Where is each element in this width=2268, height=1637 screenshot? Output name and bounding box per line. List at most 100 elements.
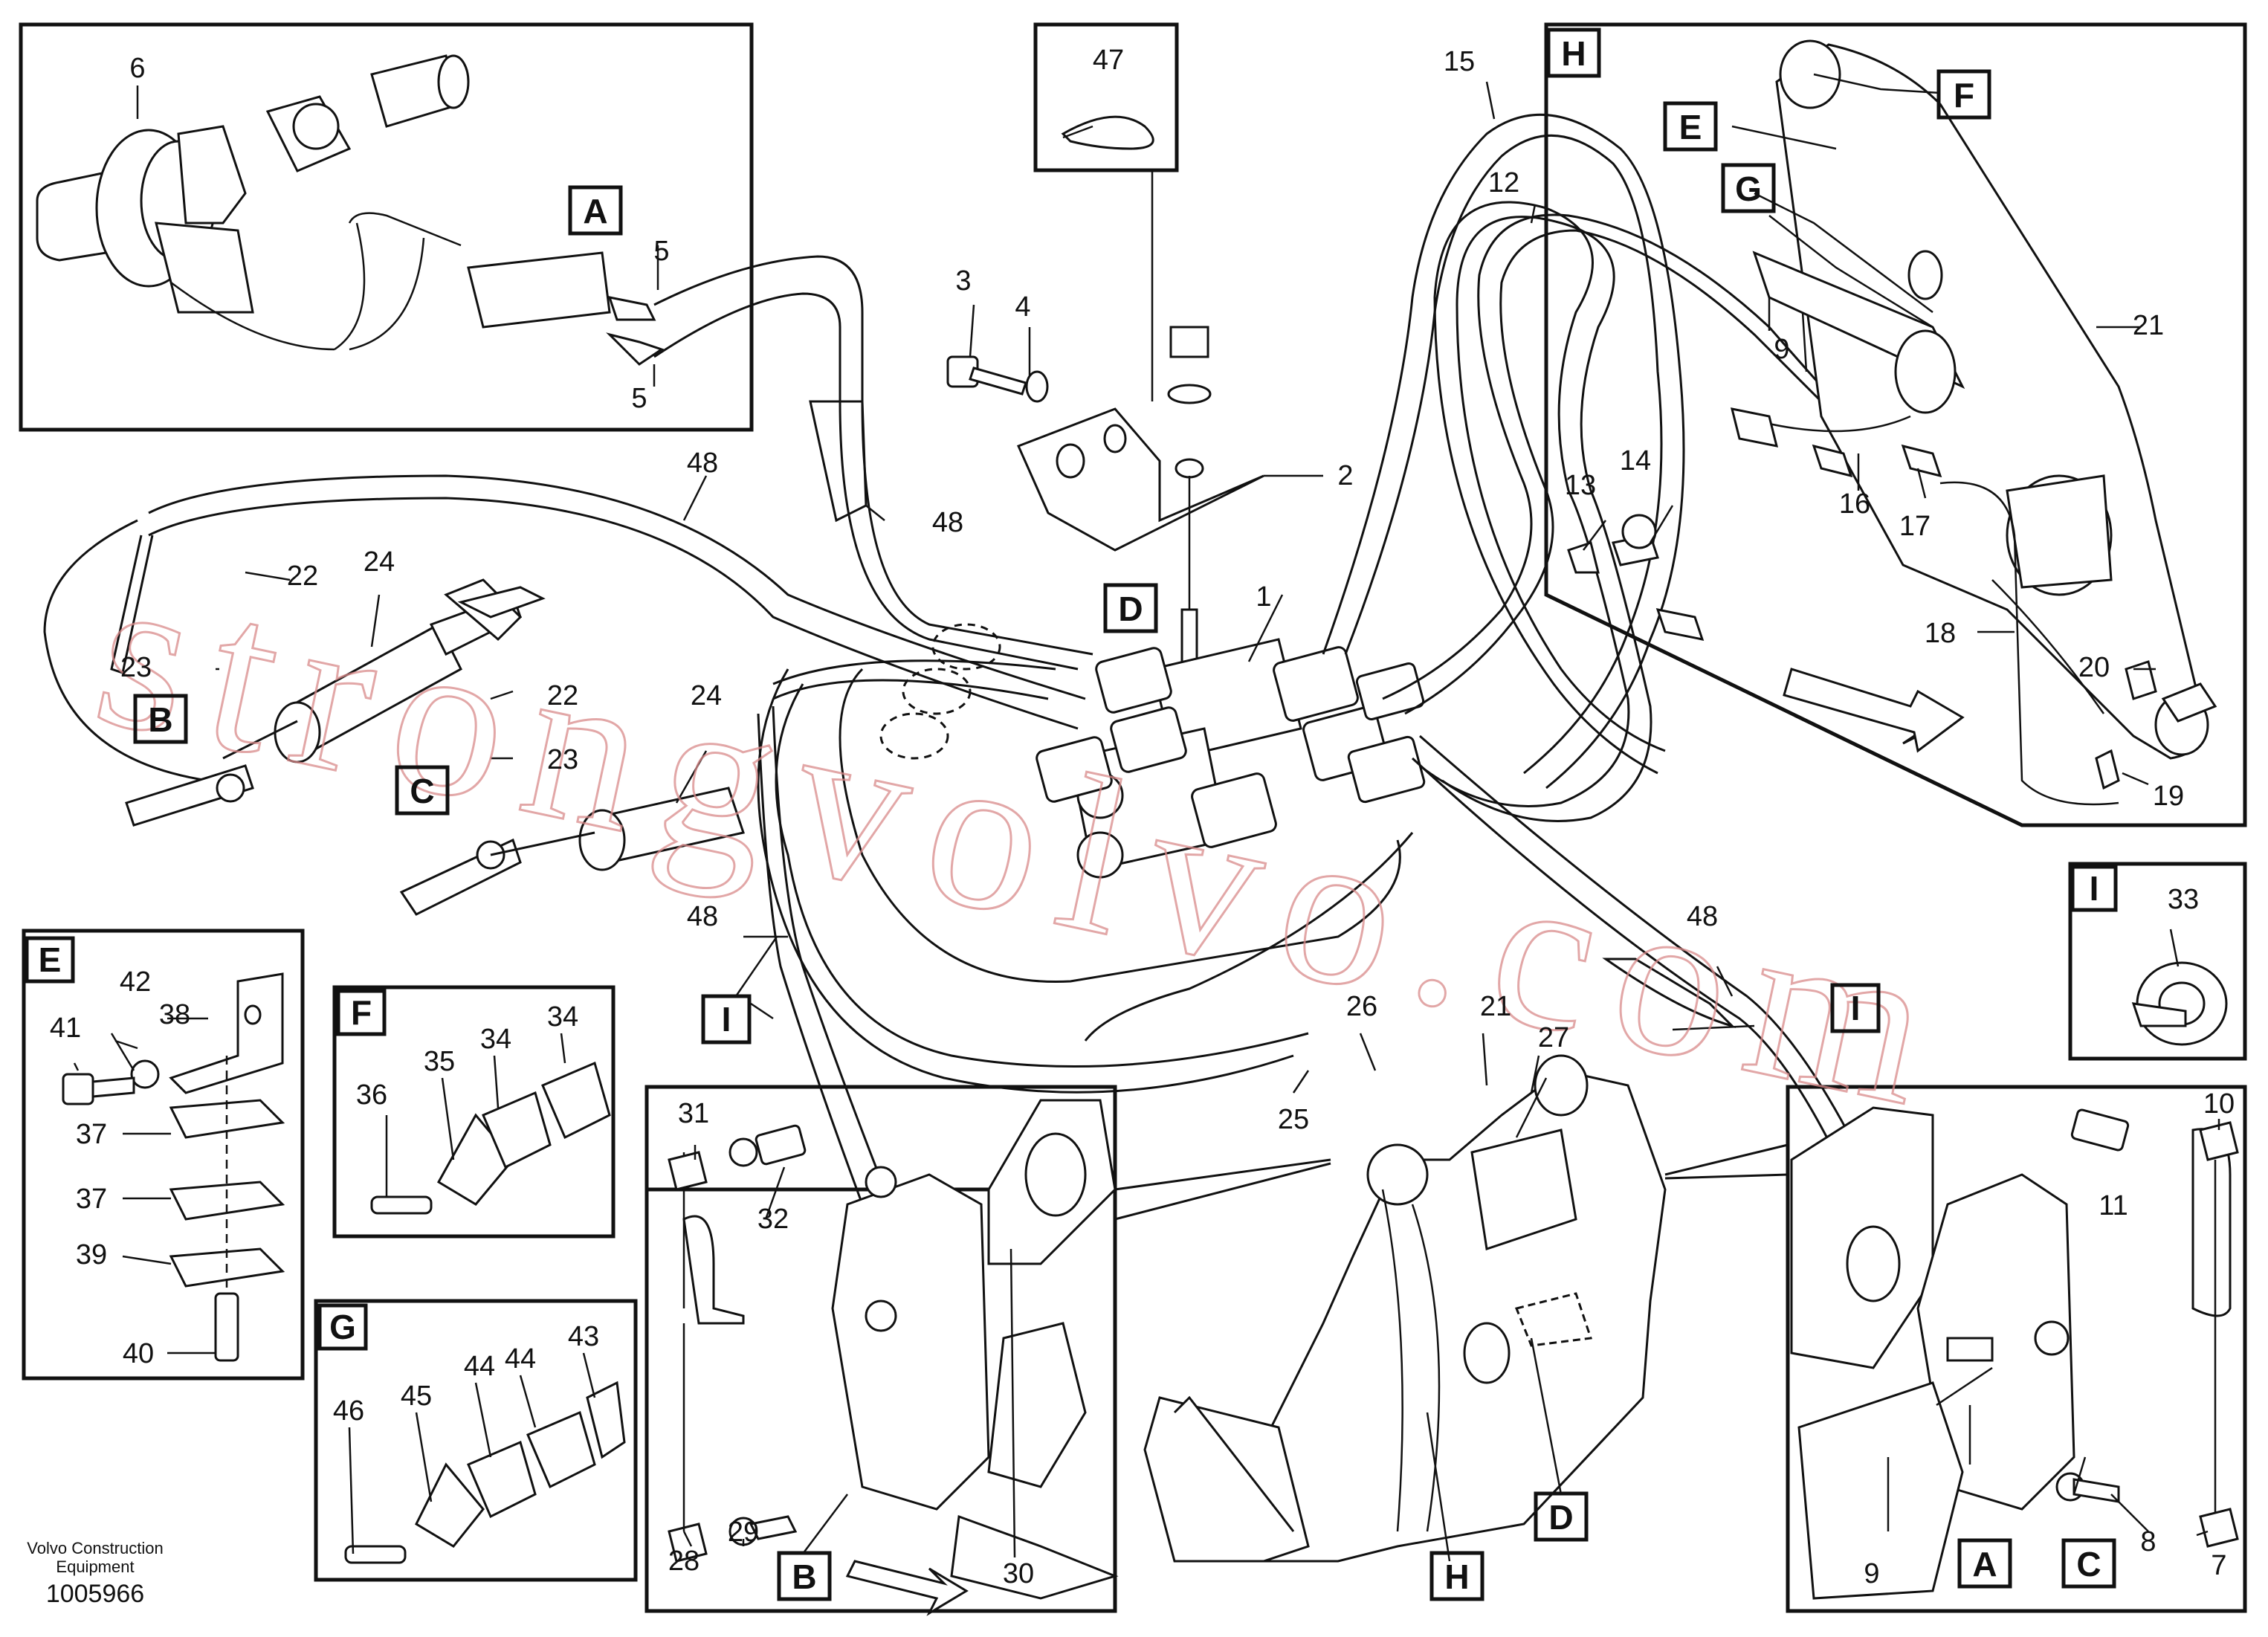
box-E-detail bbox=[25, 936, 75, 984]
box-B-bottom-label: B bbox=[792, 1557, 816, 1596]
label-1: 1 bbox=[1256, 581, 1271, 613]
label-15: 15 bbox=[1444, 46, 1475, 77]
label-19: 19 bbox=[2153, 781, 2184, 812]
detail-H-parts bbox=[1567, 39, 2217, 806]
label-34-b: 34 bbox=[480, 1024, 511, 1055]
label-37-b: 37 bbox=[76, 1184, 107, 1215]
detail-frames bbox=[19, 22, 2247, 1613]
loader-frame bbox=[1143, 1054, 1667, 1563]
box-D-bottom bbox=[1534, 1491, 1589, 1542]
box-C-main-label: C bbox=[410, 772, 434, 810]
label-26: 26 bbox=[1346, 991, 1377, 1022]
box-A-top-label: A bbox=[583, 192, 607, 230]
box-A-top bbox=[568, 185, 623, 236]
label-16: 16 bbox=[1839, 488, 1870, 520]
box-I-detail bbox=[2070, 865, 2118, 912]
label-20: 20 bbox=[2078, 652, 2110, 683]
label-45: 45 bbox=[401, 1381, 432, 1412]
footer: Volvo Construction Equipment 1005966 bbox=[27, 1539, 163, 1608]
box-A-bottom bbox=[1957, 1538, 2012, 1589]
label-43: 43 bbox=[568, 1321, 599, 1352]
label-48-b: 48 bbox=[932, 507, 963, 538]
box-D-bottom-label: D bbox=[1548, 1498, 1573, 1537]
label-8: 8 bbox=[2140, 1526, 2156, 1557]
frame-E bbox=[22, 929, 305, 1381]
frame-F bbox=[332, 985, 616, 1239]
box-H-corner bbox=[1546, 28, 1601, 78]
frame-top-left bbox=[19, 22, 754, 432]
label-41: 41 bbox=[50, 1013, 81, 1044]
label-23-b: 23 bbox=[547, 744, 578, 775]
label-39: 39 bbox=[76, 1239, 107, 1270]
label-48-d: 48 bbox=[1687, 901, 1718, 932]
publisher-line-1: Volvo Construction bbox=[27, 1539, 163, 1557]
box-B-main bbox=[133, 694, 188, 744]
label-9-bottom: 9 bbox=[1864, 1558, 1879, 1589]
label-47: 47 bbox=[1093, 45, 1124, 76]
box-D-main-label: D bbox=[1118, 590, 1143, 628]
label-44-b: 44 bbox=[464, 1351, 495, 1382]
label-3: 3 bbox=[955, 265, 971, 297]
label-44-a: 44 bbox=[505, 1343, 536, 1375]
frame-bottom-left bbox=[644, 1085, 1117, 1613]
label-21-main: 21 bbox=[1480, 991, 1511, 1022]
drawing-number: 1005966 bbox=[46, 1580, 144, 1608]
label-35: 35 bbox=[424, 1046, 455, 1077]
box-G-H bbox=[1721, 163, 1776, 213]
label-22-b: 22 bbox=[547, 680, 578, 711]
label-25: 25 bbox=[1278, 1104, 1309, 1135]
frame-H bbox=[1544, 22, 2247, 827]
box-F-H bbox=[1936, 69, 1991, 120]
label-23-a: 23 bbox=[120, 652, 152, 683]
label-2: 2 bbox=[1337, 460, 1353, 491]
box-I-left bbox=[701, 994, 752, 1044]
box-I-left-label: I bbox=[722, 1000, 731, 1039]
label-7: 7 bbox=[2211, 1550, 2226, 1581]
box-H-corner-label: H bbox=[1561, 34, 1586, 73]
box-F-detail-label: F bbox=[351, 993, 372, 1032]
box-C-bottom-label: C bbox=[2076, 1545, 2101, 1583]
label-42: 42 bbox=[120, 966, 151, 998]
label-13: 13 bbox=[1565, 470, 1596, 501]
leader-lines bbox=[73, 73, 2220, 1562]
label-28: 28 bbox=[668, 1546, 700, 1577]
label-5-upper: 5 bbox=[653, 236, 669, 267]
box-C-bottom bbox=[2061, 1538, 2116, 1589]
label-10: 10 bbox=[2203, 1088, 2235, 1120]
label-32: 32 bbox=[757, 1204, 789, 1235]
label-38: 38 bbox=[159, 999, 190, 1030]
shaft-assembly bbox=[36, 54, 864, 372]
label-24-b: 24 bbox=[691, 680, 722, 711]
label-27: 27 bbox=[1538, 1022, 1569, 1053]
box-G-H-label: G bbox=[1735, 169, 1762, 208]
label-34-a: 34 bbox=[547, 1001, 578, 1033]
publisher-line-2: Equipment bbox=[56, 1557, 134, 1576]
label-24-a: 24 bbox=[364, 546, 395, 578]
clip-33 bbox=[2131, 961, 2228, 1046]
box-F-H-label: F bbox=[1954, 76, 1974, 114]
valve-block bbox=[879, 623, 1426, 879]
frame-I bbox=[2068, 862, 2247, 1061]
label-18: 18 bbox=[1925, 618, 1956, 649]
detail-G-parts bbox=[344, 1381, 626, 1564]
label-37-a: 37 bbox=[76, 1119, 107, 1150]
box-H-bottom-label: H bbox=[1444, 1557, 1469, 1596]
part-number-labels: 6 5 5 47 3 4 2 1 48 48 22 24 23 22 24 23… bbox=[50, 45, 2235, 1589]
box-A-bottom-label: A bbox=[1972, 1545, 1997, 1583]
box-B-bottom bbox=[777, 1551, 832, 1601]
label-21-H: 21 bbox=[2133, 310, 2164, 341]
label-48-a: 48 bbox=[687, 448, 718, 479]
box-C-main bbox=[395, 765, 450, 816]
label-22-a: 22 bbox=[287, 561, 318, 592]
label-48-c: 48 bbox=[687, 901, 718, 932]
detail-letter-boxes: A D B C H F E G E F G I I I B H D bbox=[25, 28, 2118, 1601]
frame-bottom-right bbox=[1786, 1085, 2247, 1613]
detail-bottom-right-parts bbox=[1790, 1106, 2239, 1600]
box-D-main bbox=[1103, 583, 1158, 633]
label-29: 29 bbox=[728, 1517, 759, 1548]
label-6: 6 bbox=[129, 53, 145, 84]
box-G-detail-label: G bbox=[329, 1308, 356, 1346]
box-E-H-label: E bbox=[1679, 108, 1702, 146]
frame-G bbox=[314, 1299, 638, 1582]
